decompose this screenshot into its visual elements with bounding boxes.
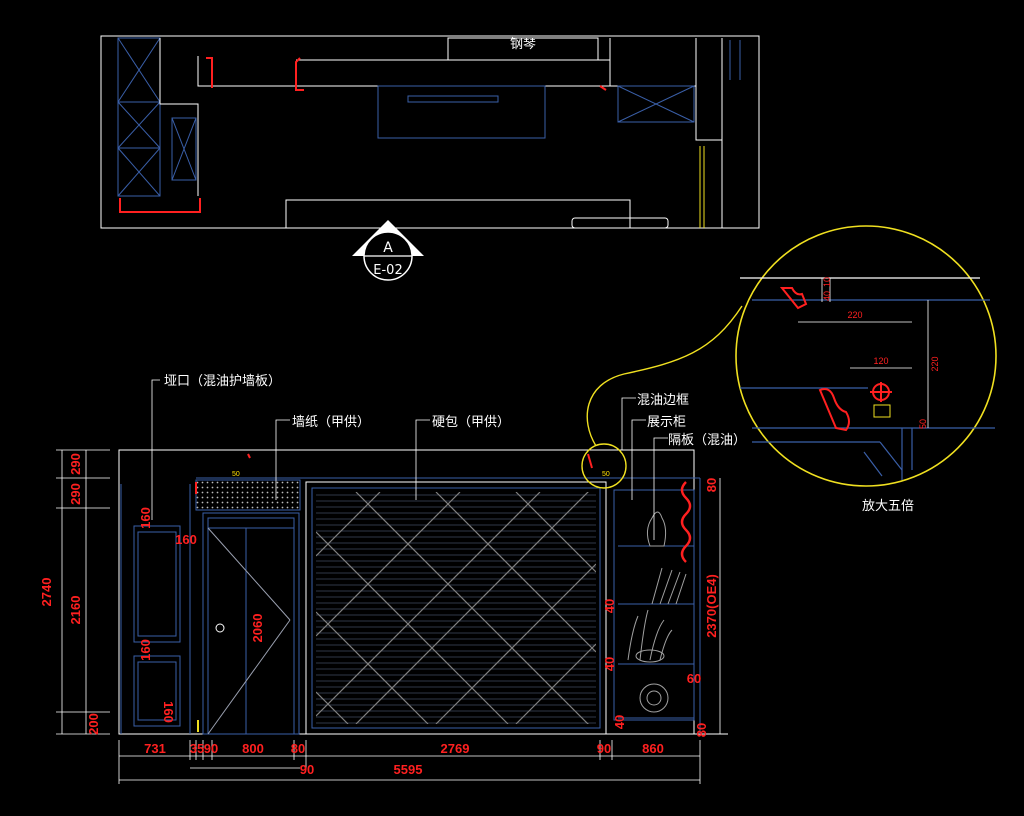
elevation: 50 50	[118, 449, 728, 735]
dim-35: 35	[190, 741, 204, 756]
detail-dim-40: 40	[822, 291, 832, 301]
wallpaper-area	[195, 479, 301, 511]
label-hard-panel: 硬包（甲供）	[432, 415, 510, 430]
detail-dim-120: 120	[873, 356, 888, 366]
detail-dim-50: 50	[918, 419, 928, 429]
dim-160c: 160	[138, 639, 153, 661]
label-shelf: 隔板（混油）	[668, 433, 746, 448]
annotation-labels: 垭口（混油护墙板） 墙纸（甲供） 硬包（甲供） 混油边框 展示柜 隔板（混油）	[164, 374, 746, 448]
dim-90a: 90	[204, 741, 218, 756]
dim-731: 731	[144, 741, 166, 756]
leader-lines	[151, 379, 668, 540]
dim-2060: 2060	[250, 614, 265, 643]
label-display-cabinet: 展示柜	[647, 415, 686, 430]
dim-60: 60	[687, 671, 701, 686]
dim-160a: 160	[138, 507, 153, 529]
dim-200: 200	[86, 713, 101, 735]
plan-room-label: 钢琴	[510, 37, 536, 52]
dim-90b: 90	[597, 741, 611, 756]
red-mouldings	[195, 453, 593, 732]
dim-90c: 90	[300, 762, 314, 777]
section-letter: A	[383, 240, 393, 256]
detail-caption: 放大五倍	[862, 499, 914, 514]
ydim-1: 50	[232, 471, 240, 478]
dim-2769: 2769	[441, 741, 470, 756]
dim-800: 800	[242, 741, 264, 756]
hard-panel	[305, 481, 607, 735]
dim-160d: 160	[161, 701, 176, 723]
dimension-lines	[56, 379, 721, 784]
plan-tv-cabinet	[285, 40, 741, 229]
plan-red-trims	[119, 57, 607, 213]
dim-5595: 5595	[394, 762, 423, 777]
dim-2160: 2160	[68, 596, 83, 625]
left-panels	[120, 484, 191, 734]
display-objects	[627, 511, 687, 713]
dim-80b: 80	[694, 723, 709, 737]
dim-2370: 2370(OE4)	[704, 574, 719, 638]
display-cabinet	[613, 478, 701, 734]
dim-80a: 80	[704, 478, 719, 492]
label-frame: 混油边框	[637, 393, 689, 408]
label-wallpaper: 墙纸（甲供）	[292, 415, 370, 430]
detail-callout: 220 120 220 40 10 50 放大五倍	[581, 225, 997, 514]
label-skirting: 垭口（混油护墙板）	[164, 374, 281, 389]
detail-dim-10: 10	[822, 277, 832, 287]
plan-view: 钢琴	[100, 35, 760, 229]
plan-left-cabinets	[117, 37, 197, 197]
dim-290b: 290	[68, 483, 83, 505]
dim-2740: 2740	[39, 578, 54, 607]
dim-290a: 290	[68, 453, 83, 475]
dim-160b: 160	[175, 532, 197, 547]
section-marker: A E-02	[352, 220, 424, 281]
detail-dim-220b: 220	[930, 356, 940, 371]
dim-80: 80	[291, 741, 305, 756]
section-sheet: E-02	[373, 263, 402, 278]
dim-40b: 40	[602, 657, 617, 671]
door	[202, 512, 300, 735]
dim-860: 860	[642, 741, 664, 756]
dim-40a: 40	[602, 599, 617, 613]
dim-40c: 40	[612, 715, 627, 729]
plan-walls	[159, 37, 723, 228]
dimension-text: 731 35 90 800 80 2769 90 860 90 5595 274…	[39, 453, 719, 777]
detail-dim-220a: 220	[847, 310, 862, 320]
shelf-red-profile	[680, 481, 692, 563]
ydim-2: 50	[602, 471, 610, 478]
